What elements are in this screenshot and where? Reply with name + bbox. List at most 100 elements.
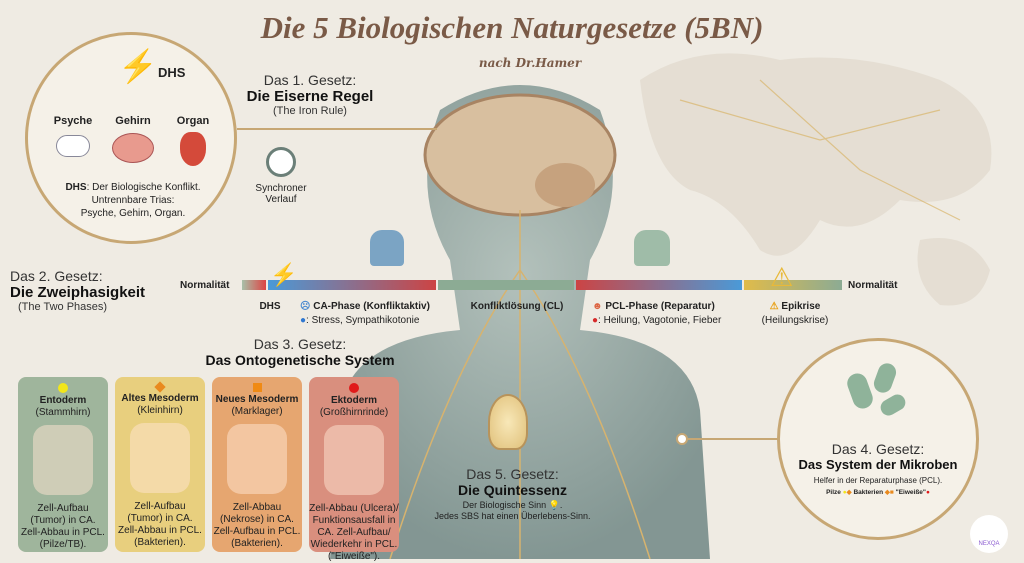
hot-face-icon: ☻ bbox=[592, 301, 603, 312]
phase-dhs: DHS bbox=[259, 301, 281, 312]
dhs-desc-bold: DHS bbox=[65, 182, 87, 193]
dhs-label: DHS bbox=[158, 65, 186, 80]
clock-label: Synchroner bbox=[255, 183, 307, 194]
timeline-epikrise-segment bbox=[744, 280, 842, 290]
card-text-line: Wiederkehr in PCL. bbox=[310, 539, 398, 550]
logo-text: NEXQA bbox=[978, 541, 1000, 547]
card-text-line: Zell-Abbau bbox=[232, 502, 282, 513]
card-text-line: (Tumor) in CA. bbox=[127, 513, 193, 524]
law4-desc: Helfer in der Reparaturphase (PCL). bbox=[813, 476, 943, 485]
psyche-label: Psyche bbox=[53, 115, 93, 127]
law4-circle: Das 4. Gesetz: Das System der Mikroben H… bbox=[777, 338, 979, 540]
warning-icon: ⚠ bbox=[770, 262, 794, 292]
page-title: Die 5 Biologischen Naturgesetze (5BN) bbox=[260, 10, 764, 45]
card-subtitle: (Marklager) bbox=[231, 406, 283, 417]
red-dot-icon: ● bbox=[592, 315, 599, 326]
gehirn-label: Gehirn bbox=[115, 115, 151, 127]
timeline-dhs-segment bbox=[242, 280, 266, 290]
layer-marker-icon bbox=[252, 383, 262, 392]
layer-marker-icon bbox=[58, 383, 68, 393]
card-text-line: Zell-Abbau in PCL. bbox=[118, 525, 202, 536]
page-subtitle: nach Dr.Hamer bbox=[478, 56, 582, 70]
timeline-cl-segment bbox=[438, 280, 574, 290]
lightning-icon: ⚡ bbox=[118, 48, 158, 84]
clock-icon bbox=[266, 147, 296, 177]
trias-items: Psyche, Gehirn, Organ. bbox=[80, 208, 186, 219]
clock-label-2: Verlauf bbox=[265, 194, 297, 205]
card-title: Ektoderm bbox=[330, 395, 378, 406]
logo: NEXQA bbox=[970, 515, 1008, 553]
organ-illustration bbox=[324, 425, 384, 495]
sad-face-icon: ☹ bbox=[300, 301, 311, 312]
legend-eiweisse: "Eiweiße" bbox=[895, 489, 926, 496]
blue-dot-icon: ● bbox=[300, 315, 307, 326]
card-title: Entoderm bbox=[39, 395, 87, 406]
phase-cl: Konfliktlösung (CL) bbox=[470, 301, 564, 312]
card-text-line: Zell-Abbau (Ulcera)/ bbox=[309, 503, 399, 514]
microbes-icon bbox=[844, 360, 910, 423]
germ-layer-card: Entoderm(Stammhirn) Zell-Aufbau(Tumor) in… bbox=[18, 377, 108, 552]
law3-number: Das 3. Gesetz: bbox=[253, 336, 347, 352]
card-text-line: (Nekrose) in CA. bbox=[220, 514, 294, 525]
law1-circle: ⚡ DHS Psyche Gehirn Organ DHS: Der Biolo… bbox=[25, 32, 237, 244]
card-text-line: (Tumor) in CA. bbox=[30, 515, 96, 526]
phase-epikrise: Epikrise bbox=[781, 301, 821, 312]
timeline-pcl-segment bbox=[576, 280, 742, 290]
card-title: Neues Mesoderm bbox=[215, 394, 299, 405]
organ-illustration bbox=[33, 425, 93, 495]
law5-desc-2: Jedes SBS hat einen Überlebens-Sinn. bbox=[434, 511, 591, 521]
germ-layer-card: Altes Mesoderm(Kleinhirn) Zell-Aufbau(Tum… bbox=[115, 377, 205, 552]
card-text-line: CA. Zell-Aufbau/ bbox=[317, 527, 391, 538]
law5-desc: Der Biologische Sinn bbox=[462, 500, 547, 510]
body-silhouette bbox=[330, 85, 710, 559]
card-text-line: (Pilze/TB). bbox=[39, 539, 87, 550]
card-text-line: ("Eiweiße"). bbox=[327, 551, 381, 562]
law1-subtitle: (The Iron Rule) bbox=[273, 105, 347, 117]
phase-epikrise-detail: (Heilungskrise) bbox=[761, 315, 829, 326]
card-text-line: Zell-Aufbau bbox=[37, 503, 89, 514]
germ-layer-card: Ektoderm(Großhirnrinde)Zell-Abbau (Ulcer… bbox=[309, 377, 399, 562]
lightning-icon: ⚡ bbox=[270, 262, 298, 287]
world-map-background bbox=[640, 53, 992, 306]
card-text-line: Funktionsausfall in bbox=[312, 515, 396, 526]
trias-label: Untrennbare Trias: bbox=[91, 195, 175, 206]
law4-number: Das 4. Gesetz: bbox=[831, 441, 925, 457]
pcl-phase-title: PCL-Phase (Reparatur) bbox=[605, 301, 715, 312]
connector-line bbox=[237, 128, 437, 130]
card-text-line: (Bakterien). bbox=[134, 537, 186, 548]
organ-label: Organ bbox=[176, 115, 210, 127]
card-subtitle: (Kleinhirn) bbox=[137, 405, 183, 416]
organ-illustration bbox=[227, 424, 287, 494]
lightbulb-small-icon: 💡 bbox=[548, 500, 560, 510]
ca-phase-title-text: CA-Phase (Konfliktaktiv) bbox=[313, 301, 430, 312]
brain-icon bbox=[112, 133, 154, 163]
card-title: Altes Mesoderm bbox=[121, 393, 199, 404]
law5-title: Die Quintessenz bbox=[458, 482, 567, 498]
ca-phase-detail: : Stress, Sympathikotonie bbox=[306, 315, 420, 326]
card-text-line: Zell-Abbau in PCL. bbox=[21, 527, 105, 538]
legend-pilze: Pilze bbox=[826, 489, 841, 496]
law4-legend: Pilze ●◆ Bakterien ◆■ "Eiweiße"● bbox=[826, 489, 930, 496]
normalitaet-start: Normalität bbox=[180, 280, 230, 291]
layer-marker-icon bbox=[349, 383, 359, 393]
connector-line bbox=[682, 438, 782, 440]
card-text-line: Zell-Aufbau in PCL. bbox=[213, 526, 301, 537]
law2-subtitle: (The Two Phases) bbox=[18, 301, 108, 313]
law4-title: Das System der Mikroben bbox=[798, 457, 958, 472]
heart-icon bbox=[180, 132, 206, 166]
law5-number: Das 5. Gesetz: bbox=[466, 466, 559, 482]
card-subtitle: (Stammhirn) bbox=[35, 407, 91, 418]
stressed-person-icon bbox=[370, 230, 404, 266]
organ-illustration bbox=[130, 423, 190, 493]
germ-layer-card: Neues Mesoderm(Marklager) Zell-Abbau(Nekr… bbox=[212, 377, 302, 552]
law2-number: Das 2. Gesetz: bbox=[10, 268, 103, 284]
layer-marker-icon bbox=[154, 381, 166, 393]
normalitaet-end: Normalität bbox=[848, 280, 898, 291]
law1-number: Das 1. Gesetz: bbox=[263, 72, 357, 88]
ca-phase-title: ☹ CA-Phase (Konfliktaktiv) bbox=[300, 301, 430, 312]
thought-cloud-icon bbox=[56, 135, 90, 157]
law2-title: Die Zweiphasigkeit bbox=[10, 284, 146, 301]
card-text-line: Zell-Aufbau bbox=[134, 501, 186, 512]
dhs-desc: : Der Biologische Konflikt. bbox=[86, 182, 201, 193]
pcl-phase-detail: : Heilung, Vagotonie, Fieber bbox=[598, 315, 722, 326]
